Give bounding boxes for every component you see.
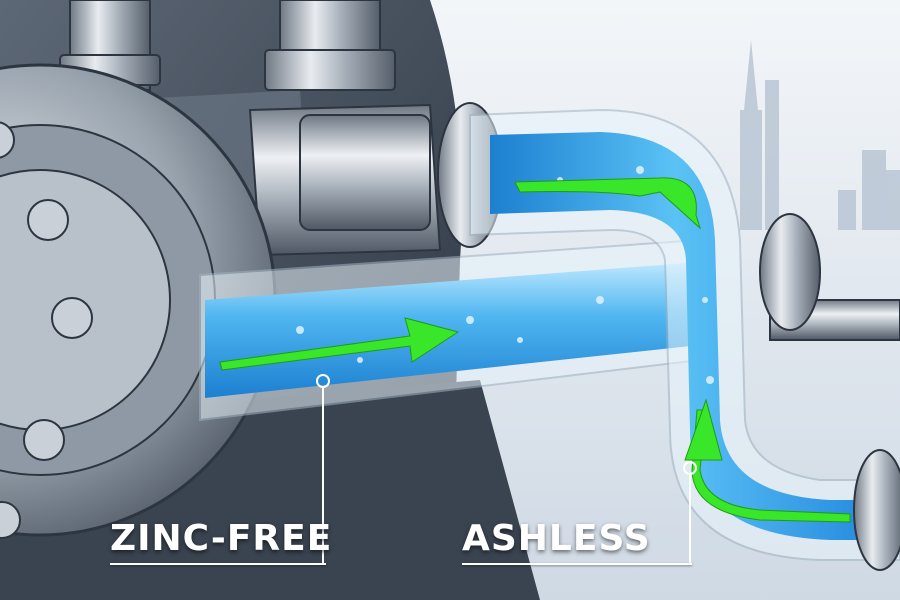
background-pipe-ring xyxy=(759,213,821,331)
end-fitting xyxy=(853,449,900,571)
fluid-bend xyxy=(490,132,860,540)
fluid-horizontal xyxy=(205,262,700,398)
label-zinc-free: ZINC-FREE xyxy=(110,518,333,559)
pipe-nut-right xyxy=(264,49,396,91)
glass-pipe-bend xyxy=(469,108,900,561)
flow-arrow-horizontal xyxy=(219,317,460,371)
coupling-body xyxy=(299,114,431,231)
flow-arrow-curve xyxy=(691,409,851,523)
flange-bolts xyxy=(0,121,93,539)
flow-arrows xyxy=(219,177,851,523)
label-underline-right xyxy=(462,563,692,565)
label-ashless: ASHLESS xyxy=(462,518,651,559)
city-skyline xyxy=(740,40,900,230)
flow-arrow-head-up xyxy=(684,398,723,461)
label-underline-left xyxy=(110,563,326,565)
flow-arrow-top xyxy=(514,177,702,230)
callout-lines xyxy=(316,374,697,563)
